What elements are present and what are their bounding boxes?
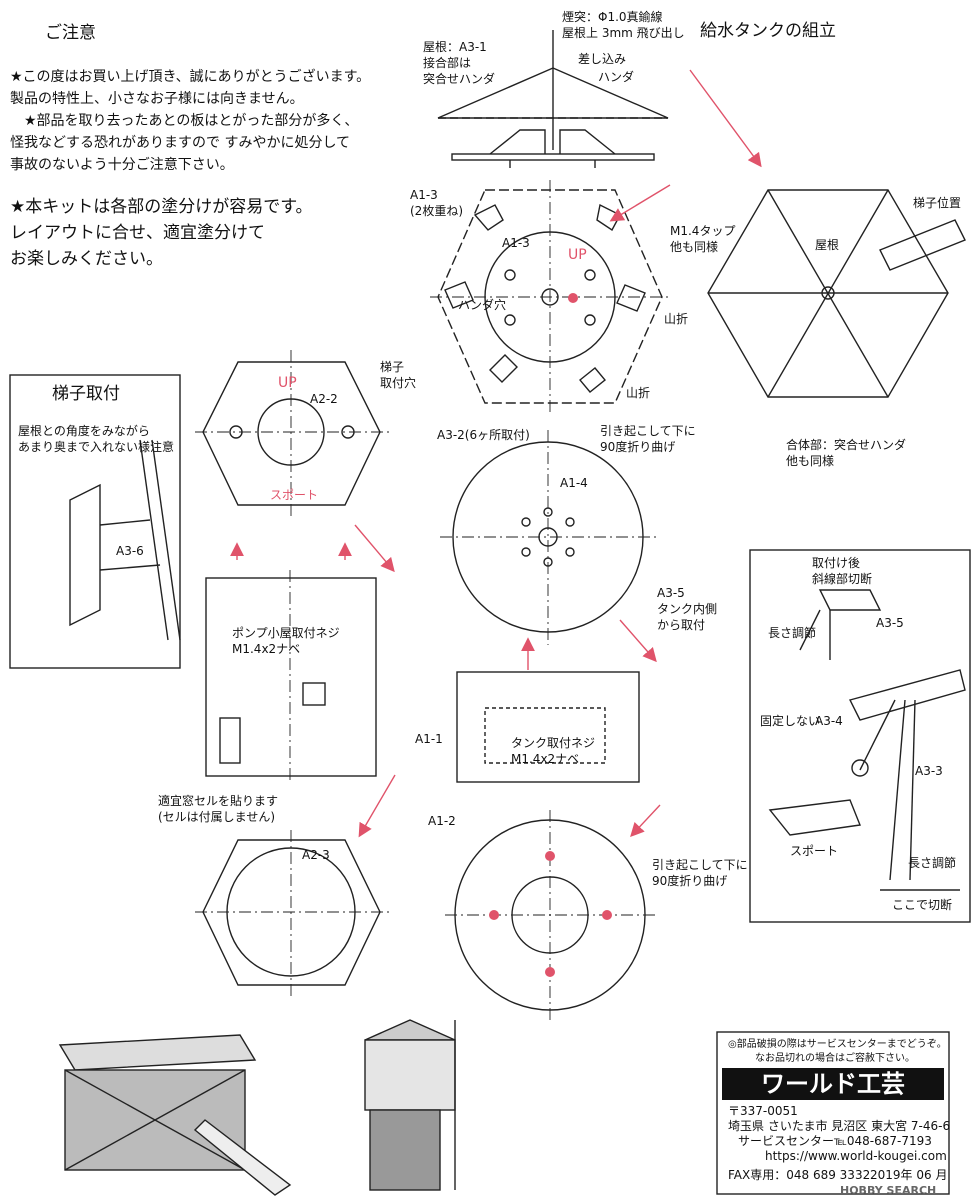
roof-side-view [437,30,669,150]
label-butt-solder: 突合せハンダ [423,72,496,86]
label-a22: A2-2 [310,392,338,406]
label-pull-fold-1: 引き起こして下に [600,424,696,438]
label-same-2: 他も同様 [786,454,835,468]
watermark: HOBBY SEARCH [840,1184,937,1197]
label-joint: 接合部は [423,56,472,70]
label-ladder-pos: 梯子位置 [913,196,962,210]
pump-house-photo [58,1034,292,1196]
label-spout-2: スポート [790,844,839,858]
label-chimney-1: 煙突：Φ1.0真鍮線 [562,10,663,24]
notice-line-1: ★この度はお買い上げ頂き、誠にありがとうございます。 [10,69,371,85]
water-tank-photo [364,1019,456,1191]
label-a13: A1-3 [410,188,438,202]
company-service-tel: サービスセンター℡048-687-7193 [738,1134,932,1148]
service-note-2: なお品切れの場合はご容赦下さい。 [755,1053,915,1064]
label-mountain-fold-1: 山折 [664,312,689,326]
circle-bottom-part [445,810,655,1020]
label-tank-inside-1: タンク内側 [657,602,718,616]
hexagon-a23-part [195,830,390,1000]
label-a36: A3-6 [116,544,144,558]
label-length-adj-2: 長さ調節 [908,856,957,870]
tank-body-part [456,671,640,783]
label-solder-hole: ハンダ穴 [458,298,507,312]
company-date: 2019年 06 月 [870,1168,948,1182]
label-a34: A3-4 [815,714,843,728]
chain-box [749,549,971,923]
notice-line-3: ★部品を取り去ったあとの板はとがった部分が多く、 [10,113,359,129]
label-after-attach-2: 斜線部切断 [812,572,873,586]
label-roof-a31: 屋根：A3-1 [423,40,487,54]
label-mountain-fold-2: 山折 [626,386,651,400]
hexagon-a22-part [195,350,390,520]
label-a12: A1-2 [428,814,456,828]
company-url: https://www.world-kougei.com [765,1149,947,1163]
label-pull-fold-2: 90度折り曲げ [600,440,676,454]
ladder-title: 梯子取付 [52,384,120,404]
ladder-drawing [69,439,181,641]
label-tank-inside-2: から取付 [657,618,706,632]
label-a35: A3-5 [657,586,685,600]
assembly-arrows [230,69,762,838]
label-window-1: 適宜窓セルを貼ります [158,794,279,808]
paint-line-3: お楽しみください。 [10,249,163,269]
circle-a14-part [440,430,660,645]
label-window-2: (セルは付属しません) [158,810,276,824]
pump-house-part [205,570,377,780]
company-postal: 〒337-0051 [728,1104,798,1118]
paint-line-2: レイアウトに合せ、適宜塗分けて [10,223,265,243]
label-a11: A1-1 [415,732,443,746]
label-joint-part: 合体部：突合せハンダ [786,438,907,452]
label-ladder-hole-2: 取付穴 [380,376,417,390]
label-same-1: 他も同様 [670,240,719,254]
company-fax: FAX専用：048 689 3332 [728,1168,871,1182]
label-roof: 屋根 [815,238,840,252]
label-insert: 差し込み [578,52,627,66]
notice-line-4: 怪我などする恐れがありますので すみやかに処分して [10,135,351,151]
company-address: 埼玉県 さいたま市 見沼区 東大宮 7-46-6 [728,1119,951,1133]
label-a13-inner: A1-3 [502,236,530,250]
label-tank-screw-1: タンク取付ネジ [511,736,596,750]
label-pull-fold-4: 90度折り曲げ [652,874,728,888]
label-solder: ハンダ [598,70,635,84]
label-chimney-2: 屋根上 3mm 飛び出し [562,26,685,40]
ladder-box [9,374,181,669]
company-logo: ワールド工芸 [722,1068,944,1100]
roof-top-view [707,189,966,398]
label-cut-here: ここで切断 [892,898,953,912]
company-box [716,1031,950,1195]
label-a33: A3-3 [915,764,943,778]
paint-line-1: ★本キットは各部の塗分けが容易です。 [10,197,313,217]
notice-line-2: 製品の特性上、小さなお子様には向きません。 [10,91,304,107]
label-length-adj-1: 長さ調節 [768,626,817,640]
ladder-note-2: あまり奥まで入れない様注意 [18,440,175,454]
notice-line-5: 事故のないよう十分ご注意下さい。 [10,157,234,173]
label-a14: A1-4 [560,476,588,490]
label-tank-screw-2: M1.4x2ナベ [511,752,580,766]
label-pump-screw-1: ポンプ小屋取付ネジ [232,626,340,640]
label-up-1: UP [568,247,587,263]
chain-drawing [768,589,966,891]
hexagon-a13-part [430,180,670,415]
solder-dots [489,293,612,977]
label-pump-screw-2: M1.4x2ナベ [232,642,301,656]
label-a23: A2-3 [302,848,330,862]
label-a35b: A3-5 [876,616,904,630]
plate-side-view [451,129,655,168]
label-spout: スポート [270,488,319,502]
ladder-note-1: 屋根との角度をみながら [18,424,150,438]
label-after-attach-1: 取付け後 [812,556,861,570]
notice-title: ご注意 [45,23,96,43]
service-note-1: ◎部品破損の際はサービスセンターまでどうぞ。 [728,1039,947,1050]
label-ladder-hole-1: 梯子 [380,360,405,374]
label-a13-note: (2枚重ね) [410,204,463,218]
label-up-2: UP [278,375,297,391]
label-not-fixed: 固定しない [760,714,821,728]
label-a32: A3-2(6ヶ所取付) [437,428,530,442]
label-pull-fold-3: 引き起こして下に [652,858,748,872]
label-m14-tap: M1.4タップ [670,224,736,238]
page-heading: 給水タンクの組立 [700,21,836,41]
